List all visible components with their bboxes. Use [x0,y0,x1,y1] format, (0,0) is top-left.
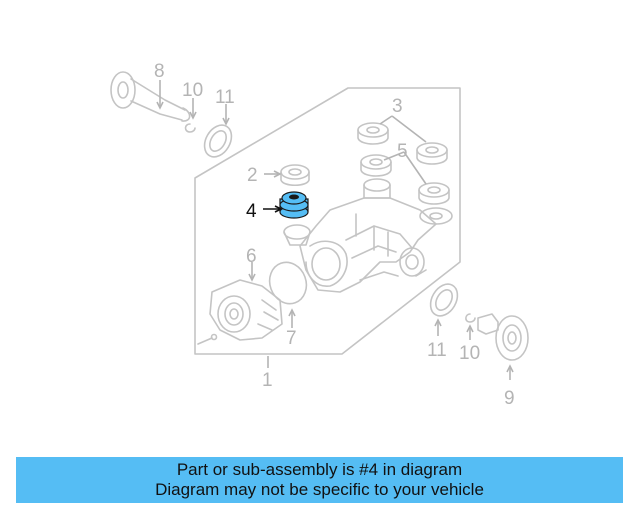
callout-9: 9 [504,388,515,409]
differential-housing [283,178,453,293]
callout-7: 7 [286,328,297,349]
part-7-gasket[interactable] [264,257,312,309]
part-4-bushing-highlighted[interactable] [279,191,309,219]
caption-banner: Part or sub-assembly is #4 in diagram Di… [16,457,623,503]
part-2-bushing[interactable] [280,164,310,187]
parts-diagram: 1 2 3 4 5 6 7 8 9 10 10 11 11 [110,61,529,409]
callout-10-bottom: 10 [459,343,480,364]
callout-6: 6 [246,246,257,267]
part-11-seal-bottom[interactable] [425,279,463,320]
part-6-cover[interactable] [197,279,283,345]
callout-4[interactable]: 4 [246,201,257,222]
callout-5: 5 [397,141,408,162]
part-3-mount-right[interactable] [416,142,448,165]
callout-3: 3 [392,96,403,117]
callout-11-bottom: 11 [427,340,447,361]
caption-line-2: Diagram may not be specific to your vehi… [155,480,484,499]
callout-2: 2 [247,165,258,186]
callout-1: 1 [262,370,273,391]
part-10-clip-bottom[interactable] [465,313,476,323]
callout-8: 8 [154,61,165,82]
part-10-clip-top[interactable] [184,123,196,133]
leader-lines [156,80,514,380]
part-8-axle-shaft[interactable] [110,71,191,122]
part-4-leader [263,205,283,213]
part-3-mount-left[interactable] [357,122,389,145]
part-5-mount-right[interactable] [418,182,450,205]
part-11-seal-top[interactable] [199,120,237,161]
caption-line-1: Part or sub-assembly is #4 in diagram [176,460,463,479]
part-5-mount-left[interactable] [360,154,392,177]
assembly-outline [194,87,461,355]
part-9-flange[interactable] [477,313,529,361]
callout-10-top: 10 [182,80,203,101]
callout-11-top: 11 [215,87,235,108]
